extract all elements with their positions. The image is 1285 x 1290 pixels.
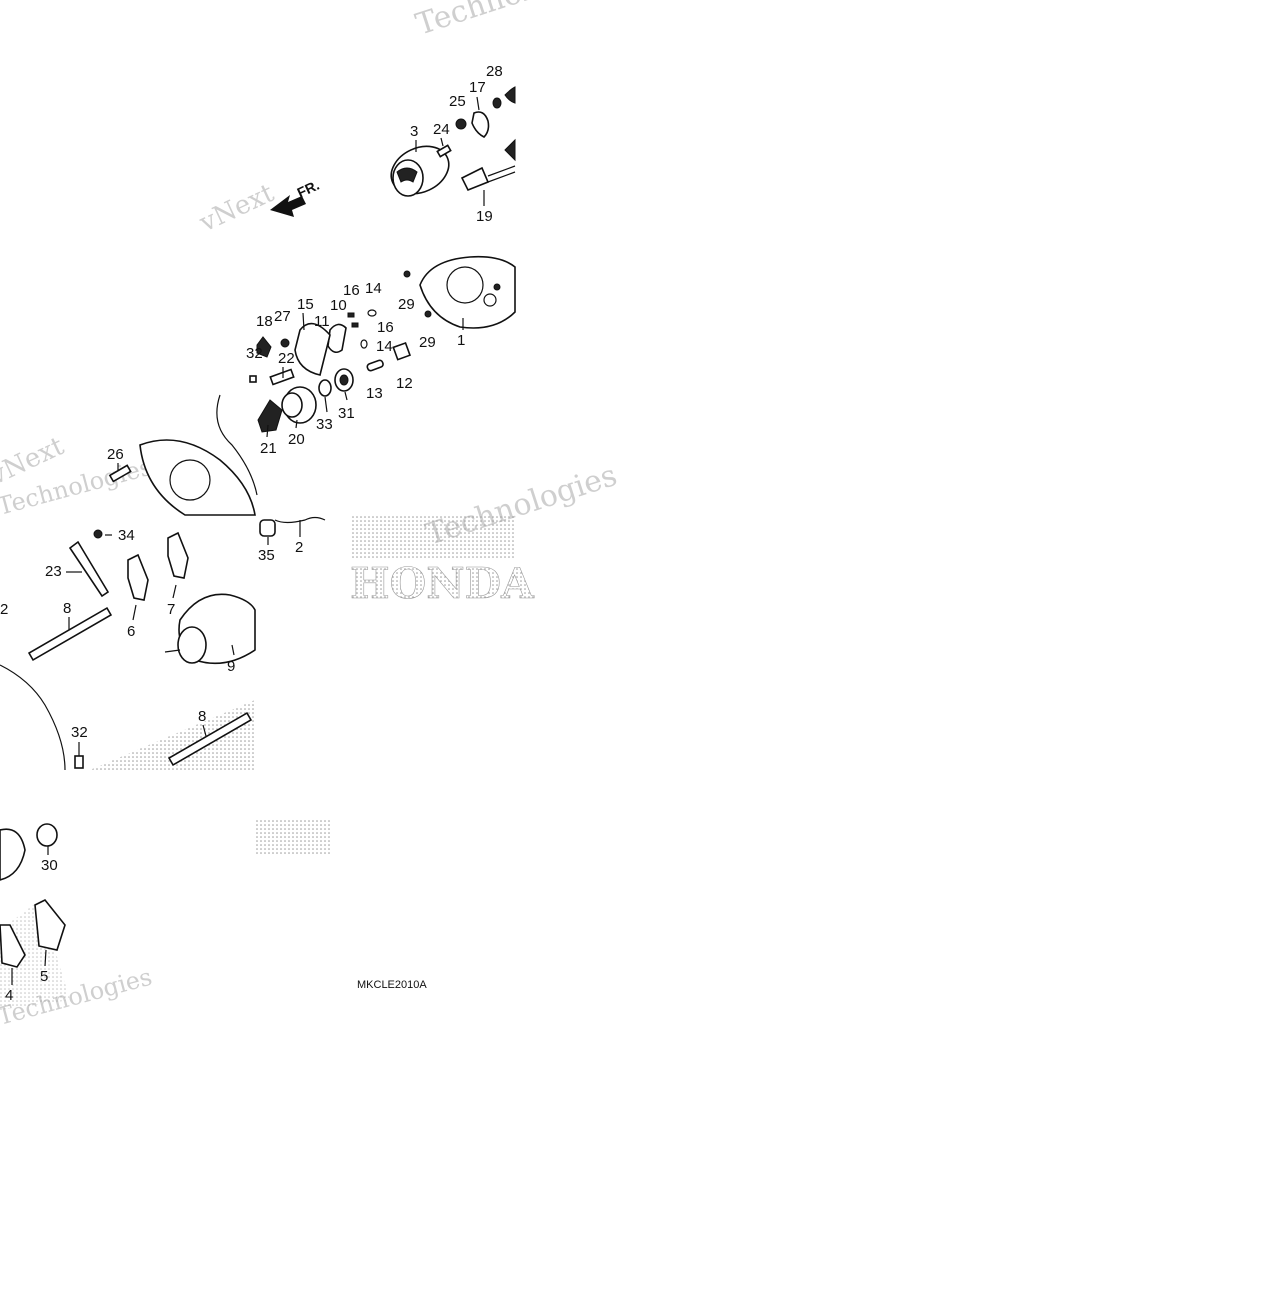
callout-15: 15 xyxy=(297,296,314,313)
part-31-bearing xyxy=(334,368,354,392)
part-21-gear xyxy=(257,399,283,433)
callout-25: 25 xyxy=(449,93,466,110)
callout-28: 28 xyxy=(486,63,503,80)
callout-11: 11 xyxy=(314,313,330,330)
callout-30: 30 xyxy=(41,857,58,874)
dotted-region xyxy=(90,700,255,770)
callout-labels: 1 2 2 3 4 5 6 7 8 8 9 10 11 12 13 14 14 … xyxy=(0,63,503,1004)
part-17-plate xyxy=(471,111,490,138)
callout-29-b: 29 xyxy=(419,334,436,351)
part-19-shaft xyxy=(460,86,516,192)
part-2-gasket-bottom xyxy=(0,664,66,771)
part-8-shaft-b xyxy=(167,711,253,767)
part-1-housing xyxy=(419,255,516,329)
part-12-nut xyxy=(392,341,411,361)
part-32-dowel xyxy=(249,375,257,383)
callout-8-b: 8 xyxy=(198,708,206,725)
part-4-fork xyxy=(0,924,26,968)
callout-12: 12 xyxy=(396,375,413,392)
callout-4: 4 xyxy=(5,987,13,1004)
part-5-fork xyxy=(34,898,66,951)
callout-9: 9 xyxy=(227,658,235,675)
callout-18: 18 xyxy=(256,313,273,330)
dotted-region xyxy=(255,820,330,855)
callout-33: 33 xyxy=(316,416,333,433)
part-18-arm xyxy=(256,336,272,358)
callout-32-b: 32 xyxy=(71,724,88,741)
callout-27: 27 xyxy=(274,308,291,325)
callout-7: 7 xyxy=(167,601,175,618)
part-26-cover xyxy=(139,439,256,516)
callout-35: 35 xyxy=(258,547,275,564)
callout-34: 34 xyxy=(118,527,135,544)
part-14-oring xyxy=(360,309,377,349)
part-10-plate xyxy=(327,323,347,354)
callout-17: 17 xyxy=(469,79,486,96)
honda-watermark: HONDA xyxy=(350,515,535,608)
part-24-bolt xyxy=(436,144,452,158)
part-16-pin xyxy=(347,312,359,328)
part-35-bushing xyxy=(259,519,276,537)
callout-13: 13 xyxy=(366,385,383,402)
callout-16-a: 16 xyxy=(343,282,360,299)
part-29-dowel xyxy=(403,270,432,318)
part-20-gear xyxy=(281,386,317,424)
part-23-bracket xyxy=(68,540,110,598)
callout-8-a: 8 xyxy=(63,600,71,617)
drawing-code: MKCLE2010A xyxy=(357,979,427,991)
part-26-bolt xyxy=(108,464,132,483)
part-8-shaft-a xyxy=(27,606,113,662)
part-22-bolt xyxy=(269,368,295,386)
part-drum-lower xyxy=(0,828,26,881)
callout-23: 23 xyxy=(45,563,62,580)
part-28-washer xyxy=(492,97,502,109)
leader-lines xyxy=(11,96,485,985)
part-13-pin xyxy=(366,359,384,372)
callout-14-b: 14 xyxy=(376,338,393,355)
part-33-washer xyxy=(318,379,332,397)
callout-29-a: 29 xyxy=(398,296,415,313)
callout-3: 3 xyxy=(410,123,418,140)
callout-24: 24 xyxy=(433,121,450,138)
callout-6: 6 xyxy=(127,623,135,640)
honda-wordmark: HONDA xyxy=(350,559,535,608)
part-3-cover xyxy=(390,145,450,197)
dotted-region xyxy=(0,900,70,1010)
callout-16-b: 16 xyxy=(377,319,394,336)
part-30-bushing xyxy=(36,823,58,847)
part-27-bolt xyxy=(280,338,290,348)
callout-19: 19 xyxy=(476,208,493,225)
callout-1: 1 xyxy=(457,332,465,349)
callout-31: 31 xyxy=(338,405,355,422)
callout-5: 5 xyxy=(40,968,48,985)
callout-32-a: 32 xyxy=(246,345,263,362)
callout-20: 20 xyxy=(288,431,305,448)
callout-22: 22 xyxy=(278,350,295,367)
part-9-drum xyxy=(164,593,256,665)
callout-21: 21 xyxy=(260,440,277,457)
callout-2: 2 xyxy=(295,539,303,556)
part-6-fork xyxy=(127,553,149,601)
part-32-dowel-lower xyxy=(74,755,84,769)
part-25-bolt xyxy=(455,118,467,130)
part-2-gasket-top xyxy=(216,394,326,524)
callout-2-left: 2 xyxy=(0,601,8,618)
part-7-fork xyxy=(167,531,189,579)
part-15-gasket xyxy=(294,322,331,376)
callout-14-a: 14 xyxy=(365,280,382,297)
callout-26: 26 xyxy=(107,446,124,463)
part-34-bolt xyxy=(93,529,103,539)
callout-10: 10 xyxy=(330,297,347,314)
